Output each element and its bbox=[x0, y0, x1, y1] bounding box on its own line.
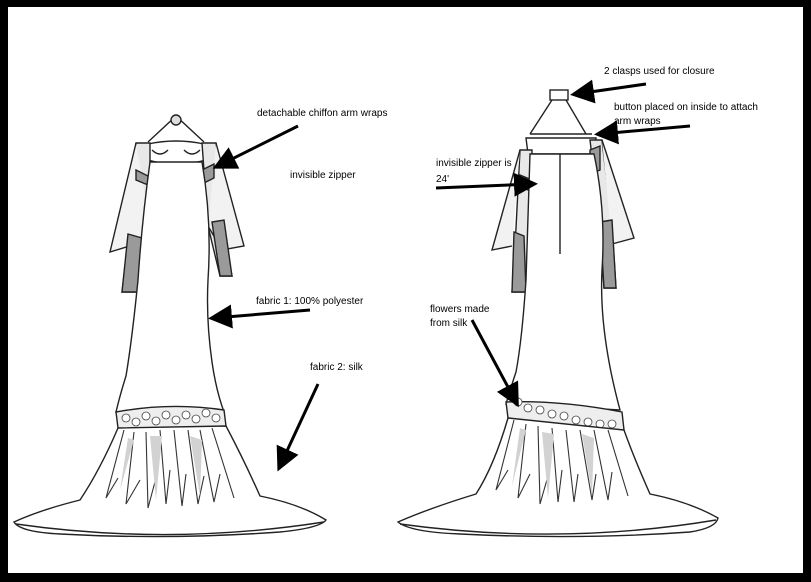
arrow-fabric2 bbox=[276, 383, 320, 472]
arrow-button bbox=[594, 120, 691, 145]
label-flowers-line2: from silk bbox=[430, 318, 468, 329]
back-skirt-train bbox=[396, 417, 719, 538]
front-labels: detachable chiffon arm wraps invisible z… bbox=[256, 108, 387, 373]
arrow-flowers bbox=[470, 319, 519, 408]
annotation-arrows bbox=[208, 79, 691, 472]
label-invisible-zipper: invisible zipper bbox=[290, 170, 356, 181]
front-skirt-train bbox=[12, 425, 328, 538]
label-clasps: 2 clasps used for closure bbox=[604, 66, 715, 77]
label-flowers-line1: flowers made bbox=[430, 304, 490, 315]
label-zipper-line1: invisible zipper is bbox=[436, 158, 512, 169]
front-neck-clasp bbox=[170, 114, 182, 126]
label-fabric1: fabric 1: 100% polyester bbox=[256, 296, 364, 307]
back-neck-straps bbox=[529, 99, 587, 135]
back-labels: 2 clasps used for closure button placed … bbox=[430, 66, 758, 329]
label-button-line1: button placed on inside to attach bbox=[614, 102, 758, 113]
arrow-arm-wraps bbox=[212, 124, 299, 169]
label-arm-wraps: detachable chiffon arm wraps bbox=[257, 108, 387, 119]
label-button-line2: arm wraps bbox=[614, 116, 661, 127]
arrow-fabric1 bbox=[208, 304, 311, 329]
arrow-clasps bbox=[570, 79, 647, 104]
back-bodice-band bbox=[525, 137, 597, 155]
back-dress bbox=[396, 89, 719, 538]
arrow-zipper bbox=[435, 172, 538, 197]
label-zipper-line2: 24' bbox=[436, 174, 449, 185]
label-fabric2: fabric 2: silk bbox=[310, 362, 364, 373]
back-neck-clasp bbox=[549, 89, 569, 101]
front-dress bbox=[12, 114, 328, 538]
